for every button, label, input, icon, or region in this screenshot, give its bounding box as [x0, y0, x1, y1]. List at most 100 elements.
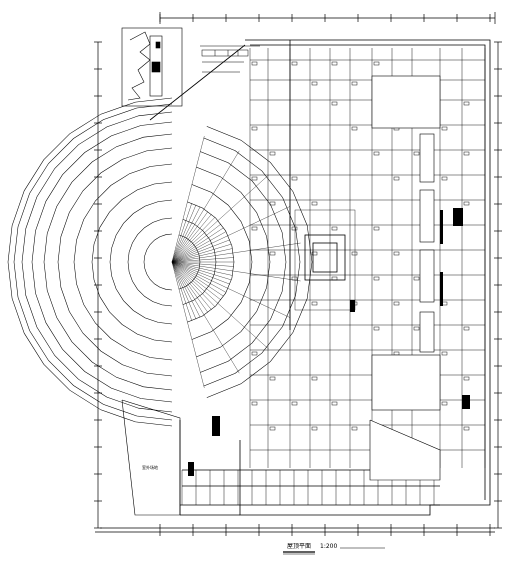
radial-line	[171, 217, 216, 263]
detail-box	[291, 61, 298, 66]
radial-line	[171, 204, 197, 263]
radial-aisles	[171, 136, 301, 388]
service-cores	[188, 208, 470, 476]
detail-box	[463, 376, 470, 381]
radial-line	[171, 136, 205, 263]
radial-line	[171, 261, 222, 301]
detail-box	[463, 201, 470, 206]
detail-box	[351, 81, 358, 86]
detail-box	[311, 376, 318, 381]
radial-line	[171, 261, 232, 281]
detail-box	[269, 376, 276, 381]
radial-line	[171, 261, 201, 318]
radial-line	[171, 150, 240, 263]
detail-box	[441, 176, 448, 181]
radial-line	[171, 239, 230, 263]
radial-line	[171, 261, 197, 320]
detail-box	[269, 151, 276, 156]
radial-line	[171, 243, 232, 263]
light-wells	[369, 75, 441, 481]
title-block	[283, 547, 385, 555]
detail-box	[351, 251, 358, 256]
radial-line	[171, 261, 216, 307]
radial-line	[171, 261, 209, 313]
seating-arc	[127, 217, 173, 307]
radial-line	[171, 261, 234, 267]
detail-box	[291, 176, 298, 181]
radial-line	[171, 214, 212, 263]
outdoor-area	[121, 399, 181, 516]
detail-box	[331, 101, 338, 106]
detail-box	[373, 276, 380, 281]
fan-arc	[200, 151, 287, 373]
radial-line	[171, 261, 233, 276]
radial-line	[171, 261, 205, 388]
radial-line	[171, 231, 227, 263]
notes-block	[200, 45, 260, 73]
detail-box	[269, 201, 276, 206]
detail-box	[463, 151, 470, 156]
radial-line	[171, 242, 301, 263]
detail-box	[413, 276, 420, 281]
detail-box	[351, 126, 358, 131]
seating-arc	[21, 111, 173, 413]
detail-box	[351, 426, 358, 431]
detail-box	[463, 426, 470, 431]
radial-line	[171, 206, 201, 263]
radial-line	[171, 261, 212, 310]
seating-arc	[91, 181, 173, 343]
seating-arc	[31, 121, 173, 403]
seating-arc	[73, 163, 173, 361]
fan-arc	[196, 166, 271, 358]
radial-line	[171, 257, 234, 263]
detail-box	[463, 101, 470, 106]
radial-line	[171, 223, 222, 263]
detail-box	[373, 151, 380, 156]
detail-box	[441, 351, 448, 356]
seating-arc	[109, 199, 173, 325]
detail-box	[441, 126, 448, 131]
detail-box	[393, 351, 400, 356]
radial-line	[171, 248, 233, 263]
detail-box	[413, 151, 420, 156]
seating-arc	[57, 147, 173, 377]
fan-arc	[191, 184, 253, 340]
detail-box	[331, 276, 338, 281]
drawing-title: 屋顶平面	[287, 543, 312, 550]
radial-line	[171, 261, 230, 285]
detail-box	[311, 251, 318, 256]
seating-arc	[143, 233, 173, 291]
key-plan	[121, 27, 183, 107]
drawing-scale: 1:200	[320, 543, 338, 550]
seating-arc	[7, 97, 173, 427]
radial-line	[171, 261, 301, 282]
detail-box	[291, 401, 298, 406]
detail-box	[251, 61, 258, 66]
radial-line	[171, 261, 227, 293]
detail-box	[331, 401, 338, 406]
radial-line	[171, 261, 240, 374]
central-atrium	[294, 209, 356, 311]
detail-box	[311, 201, 318, 206]
detail-box	[251, 401, 258, 406]
stadium-seating-arcs	[7, 97, 313, 427]
detail-box	[373, 61, 380, 66]
dimension-ticks	[94, 14, 502, 536]
detail-box	[311, 301, 318, 306]
detail-box	[251, 176, 258, 181]
detail-box	[393, 251, 400, 256]
detail-box	[311, 81, 318, 86]
detail-box	[269, 251, 276, 256]
radial-line	[171, 261, 224, 297]
detail-box	[251, 126, 258, 131]
detail-box	[331, 61, 338, 66]
detail-box	[413, 326, 420, 331]
detail-box	[251, 226, 258, 231]
radial-line	[171, 174, 269, 263]
outdoor-area-label: 室外场地	[142, 465, 158, 470]
detail-box	[269, 426, 276, 431]
detail-box	[291, 226, 298, 231]
radial-line	[171, 206, 290, 263]
radial-line	[171, 211, 209, 263]
